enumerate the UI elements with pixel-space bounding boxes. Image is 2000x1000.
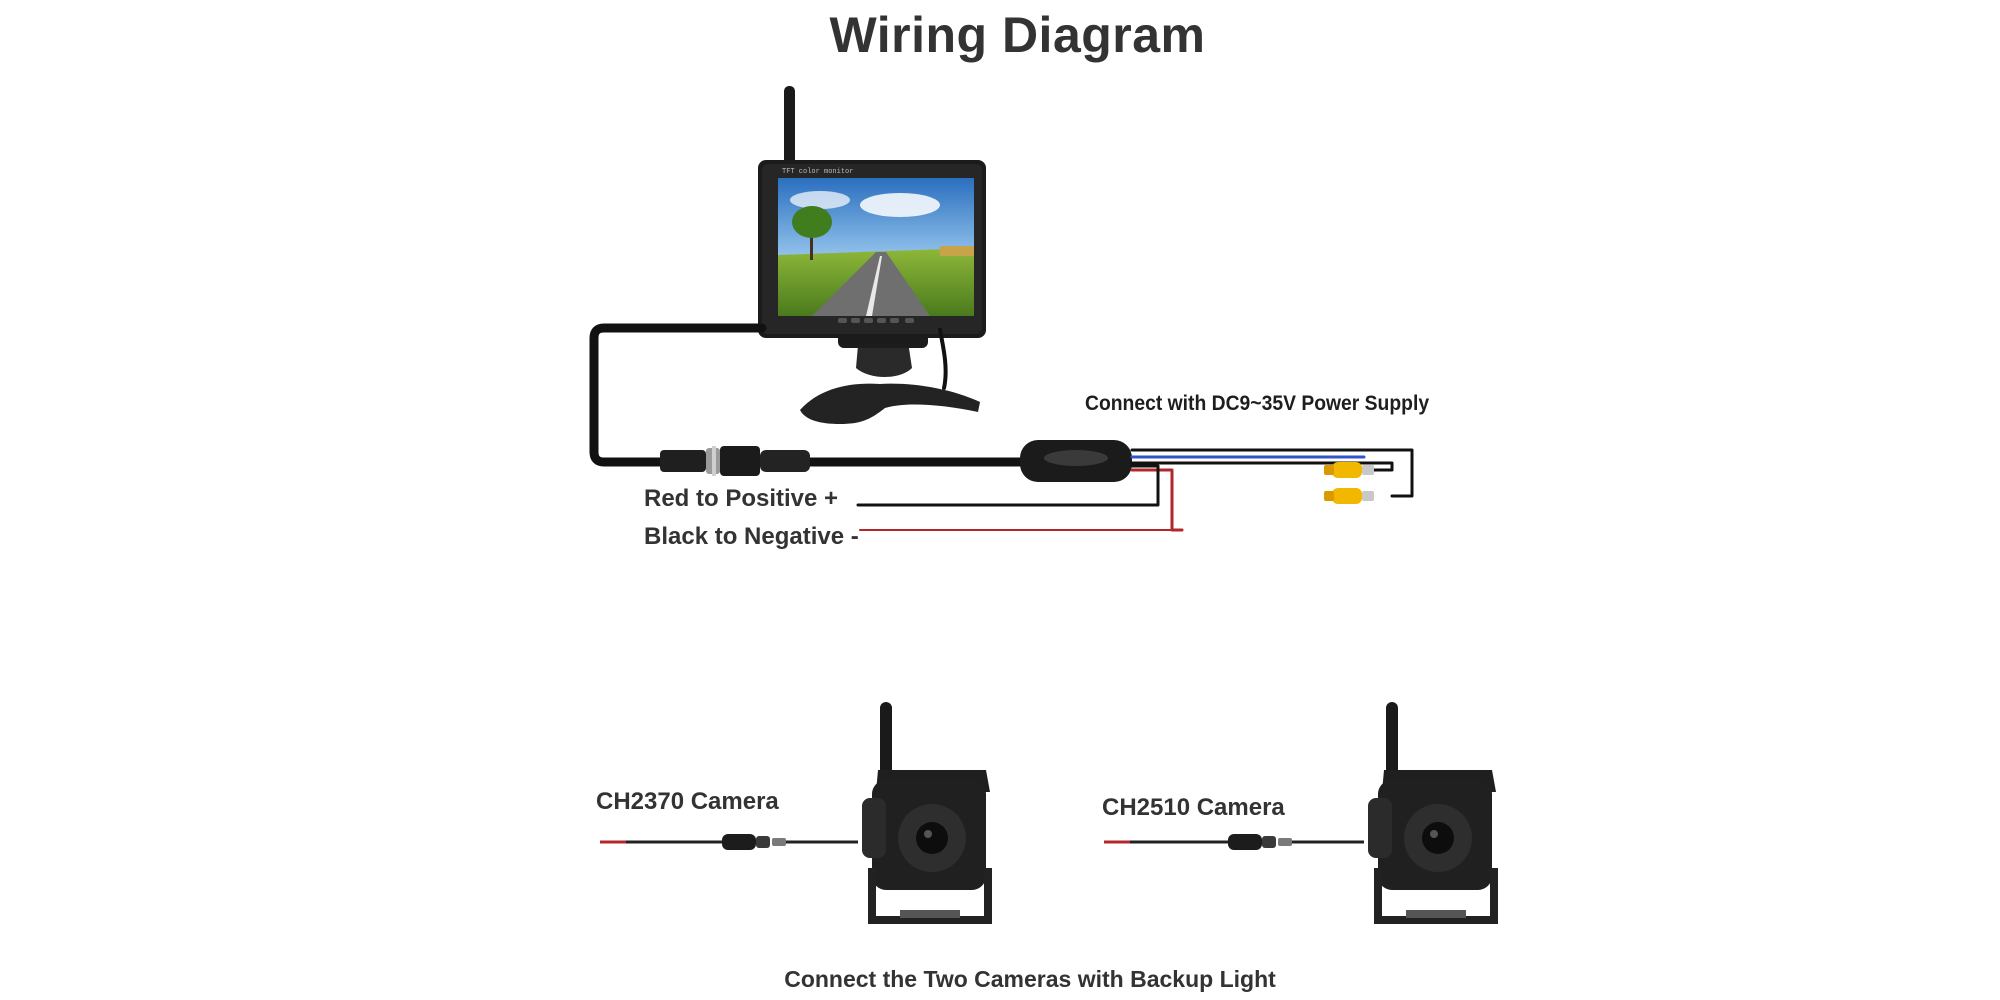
camera-2-label: CH2510 Camera	[1102, 794, 1285, 821]
monitor-antenna	[784, 86, 795, 168]
rca-plug-1	[1324, 462, 1374, 478]
power-junction-box	[1020, 440, 1132, 482]
diagram-title: Wiring Diagram	[829, 7, 1206, 63]
output-wires	[856, 448, 1414, 532]
camera-1	[600, 702, 992, 924]
camera-2	[1104, 702, 1498, 924]
aviation-connector	[660, 446, 810, 476]
power-supply-label: Connect with DC9~35V Power Supply	[1085, 392, 1430, 415]
rca-plug-2	[1324, 488, 1374, 504]
monitor-stand-base	[800, 383, 980, 424]
monitor-screen	[778, 178, 974, 316]
black-wire-label: Black to Negative -	[644, 523, 859, 550]
monitor-buttons	[838, 318, 914, 323]
camera-1-antenna	[880, 702, 892, 784]
red-wire-label: Red to Positive +	[644, 485, 839, 512]
camera-1-label: CH2370 Camera	[596, 788, 779, 815]
monitor-bezel-text: TFT color monitor	[782, 168, 853, 176]
backup-light-note: Connect the Two Cameras with Backup Ligh…	[784, 966, 1276, 992]
monitor: TFT color monitor	[758, 86, 986, 424]
camera-2-antenna	[1386, 702, 1398, 784]
main-cable	[589, 323, 1035, 467]
